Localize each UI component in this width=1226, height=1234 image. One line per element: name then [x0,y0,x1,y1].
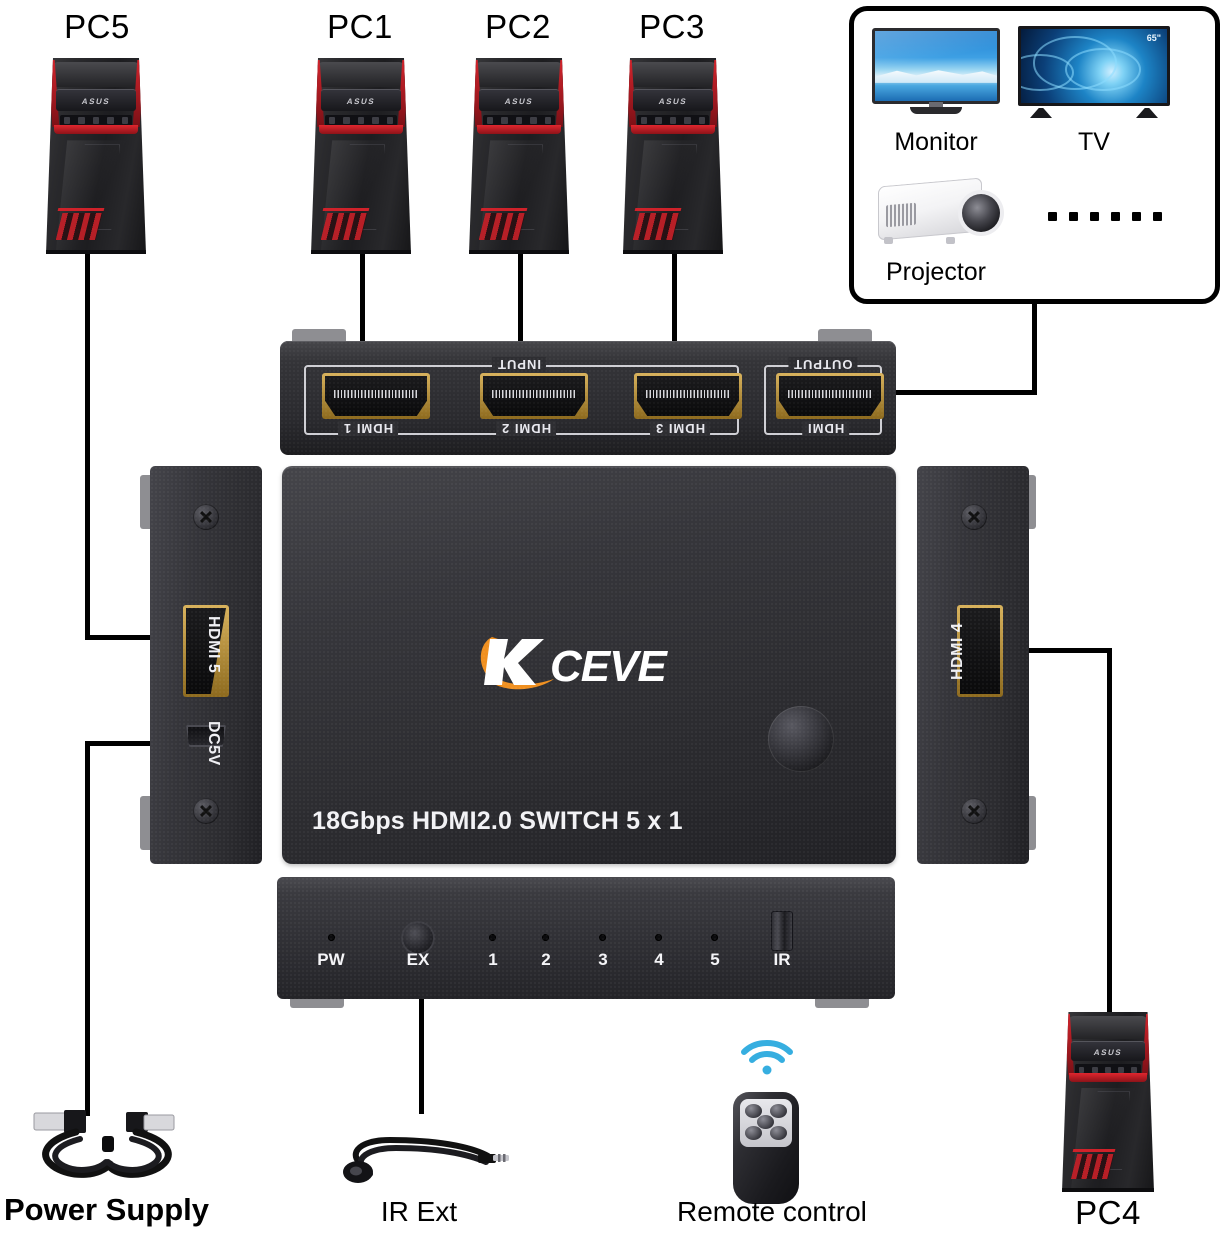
output-group-label: OUTPUT [788,357,858,372]
right-panel-screw-bottom [961,798,987,824]
wire-pc1-to-hdmi1 [360,254,365,394]
wifi-signal-icon [741,1040,793,1075]
power-supply-label: Power Supply [4,1192,209,1227]
monitor-icon [872,28,1000,114]
remote-button-1[interactable] [745,1104,762,1118]
pc2-tower: ASUS [469,58,569,254]
ex-label: EX [406,950,430,969]
wire-output-horizontal [872,390,1037,395]
pc3-tower: ASUS [623,58,723,254]
right-panel-screw-top [961,504,987,530]
left-panel-screw-top [193,504,219,530]
remote-button-2[interactable] [770,1104,787,1118]
input-port-group: INPUT [304,357,739,435]
hdmi5-port[interactable] [183,605,229,697]
rear-hdmi3-port[interactable] [634,373,742,419]
wire-pc2-to-hdmi2 [518,254,523,394]
pc4-label: PC4 [1075,1194,1141,1231]
ex-jack[interactable] [401,921,435,955]
led-2 [542,934,549,941]
dc5v-port[interactable] [186,725,226,747]
pc1-label: PC1 [327,8,393,45]
wire-hdmi4-to-pc4 [1010,648,1112,653]
switch-rear-panel: INPUT OUTPUT HDMI 1 HDMI 2 HDMI 3 HDMI [280,341,896,455]
monitor-label: Monitor [894,128,978,156]
tv-icon: 65" [1018,26,1170,118]
rear-hdmi2-label: HDMI 2 [496,421,557,436]
pc5-tower: ASUS [46,58,146,254]
pc4-tower: ASUS [1062,1012,1154,1192]
led-5-label: 5 [710,950,720,969]
wire-pc5-to-hdmi5 [85,635,185,640]
left-panel-screw-bottom [193,798,219,824]
hdmi4-port[interactable] [957,605,1003,697]
led-4 [655,934,662,941]
pc5-label: PC5 [64,8,130,45]
rear-hdmi3-label: HDMI 3 [650,421,711,436]
wire-output-vertical [1032,300,1037,393]
led-5 [711,934,718,941]
led-1-label: 1 [488,950,498,969]
hdmi4-label: HDMI 4 [949,622,966,680]
led-4-label: 4 [654,950,664,969]
pc2-label: PC2 [485,8,551,45]
wire-pc5-vertical [85,252,90,637]
led-3-label: 3 [598,950,608,969]
asus-logo-pc1: ASUS [345,97,377,107]
rear-hdmi-output-port[interactable] [776,373,884,419]
remote-button-5[interactable] [770,1126,787,1140]
switch-right-panel: HDMI 4 [917,466,1029,864]
remote-control-icon[interactable] [733,1092,799,1204]
led-3 [599,934,606,941]
ir-label: IR [773,950,791,969]
svg-text:CEVE: CEVE [550,642,668,691]
switch-front-panel: PW EX 1 2 3 4 5 IR [277,877,895,999]
pw-label: PW [317,950,345,969]
asus-logo-pc3: ASUS [657,97,689,107]
ir-ext-label: IR Ext [380,1196,458,1227]
led-2-label: 2 [541,950,551,969]
pc3-label: PC3 [639,8,705,45]
rear-hdmi2-port[interactable] [480,373,588,419]
asus-logo-pc4: ASUS [1092,1048,1124,1057]
switch-body: CEVE 18Gbps HDMI2.0 SWITCH 5 x 1 [282,466,896,864]
wire-pc4-vertical [1107,648,1112,1023]
wire-power-vertical [85,741,90,1116]
switch-select-button[interactable] [768,706,834,772]
projector-label: Projector [885,258,987,286]
wire-pc3-to-hdmi3 [672,254,677,394]
rear-hdmi1-port[interactable] [322,373,430,419]
projector-icon [872,170,1002,248]
model-text: 18Gbps HDMI2.0 SWITCH 5 x 1 [312,807,683,835]
switch-left-panel: HDMI 5 DC5V [150,466,262,864]
power-supply-cable [33,1110,175,1178]
remote-button-4[interactable] [745,1126,762,1140]
remote-button-3[interactable] [757,1115,774,1129]
tv-size-badge: 65" [1146,33,1161,43]
asus-logo-pc2: ASUS [503,97,535,107]
ir-ext-cable [343,1136,509,1183]
asus-logo-pc5: ASUS [80,97,112,107]
output-port-group: OUTPUT [764,357,882,435]
dc5v-label: DC5V [205,721,222,766]
tv-label: TV [1078,128,1110,156]
pc1-tower: ASUS [311,58,411,254]
wire-irext-to-ex [419,996,424,1114]
rear-hdmi-output-label: HDMI [802,421,850,436]
ir-receiver-window [771,911,793,951]
wire-power-to-dc5v [85,741,185,746]
more-devices-ellipsis [1048,212,1162,221]
rear-hdmi1-label: HDMI 1 [338,421,399,436]
led-1 [489,934,496,941]
hdmi5-label: HDMI 5 [205,616,222,674]
remote-control-label: Remote control [677,1196,867,1227]
kceve-logo: CEVE [480,637,669,691]
pw-led [328,934,335,941]
input-group-label: INPUT [492,357,546,372]
